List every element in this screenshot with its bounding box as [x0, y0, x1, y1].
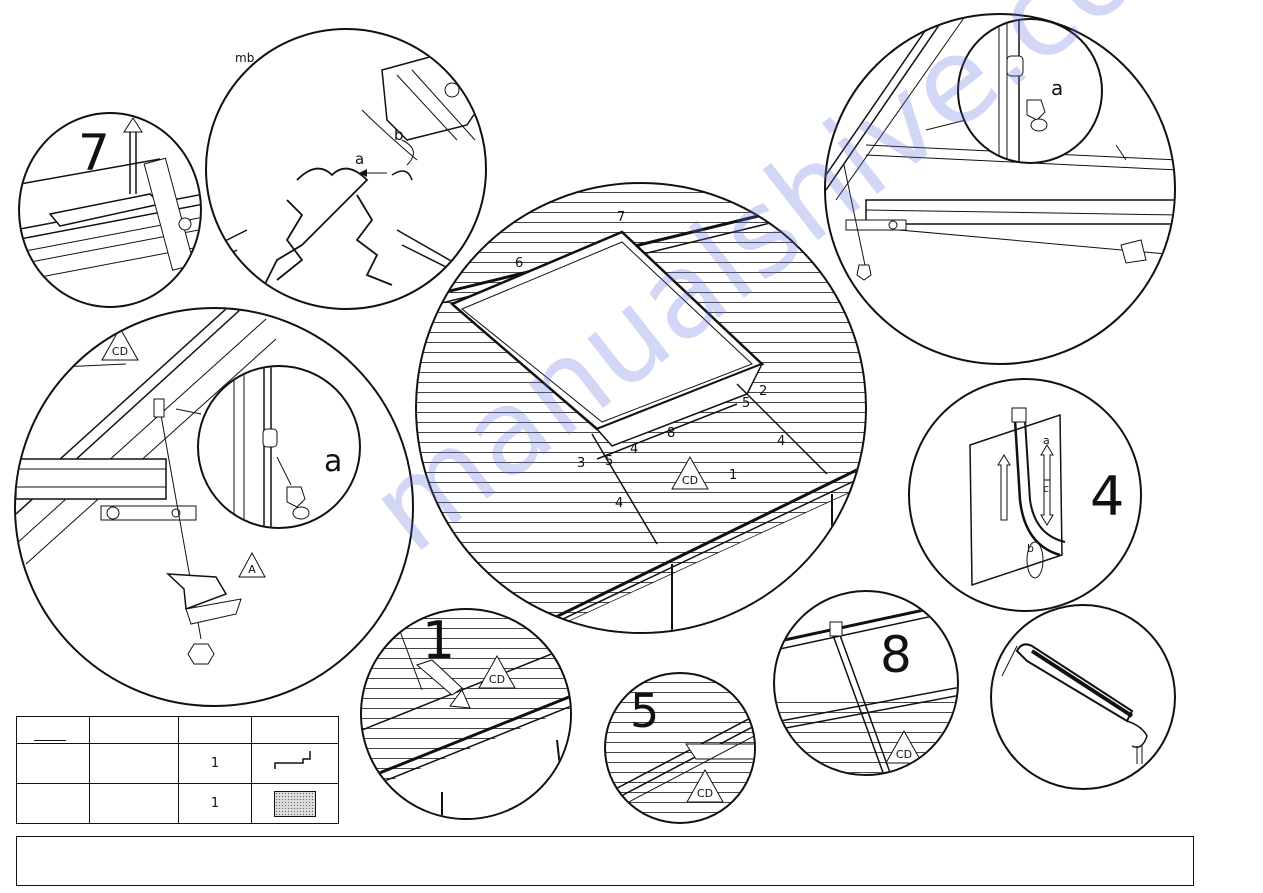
label-4b: 4: [630, 442, 639, 457]
step-number-4: 4: [1090, 465, 1125, 528]
detail-circle-step4: a c b 4: [908, 378, 1142, 612]
inset-circle-a-left: a: [197, 365, 361, 529]
parts-header-cell: [178, 716, 252, 744]
header-mark: mb: [235, 51, 255, 65]
inset-right-drawing: [998, 20, 1048, 162]
step-number-7: 7: [78, 124, 110, 182]
cd-marker-step1: CD: [478, 655, 516, 689]
parts-cell-desc: [89, 783, 179, 824]
frame-bolt-drawing: [16, 309, 277, 665]
panel-label-a: a: [1043, 434, 1050, 447]
label-5b: 5: [605, 454, 614, 469]
parts-cell-qty: 1: [178, 743, 252, 784]
label-8: 8: [667, 426, 676, 441]
callout-a: a: [355, 150, 365, 168]
a-marker: A: [238, 552, 266, 578]
note-box: [16, 836, 1194, 886]
parts-header-cell: [251, 716, 339, 744]
detail-circle-gutter: [990, 604, 1176, 790]
label-6: 6: [515, 256, 524, 271]
label-7: 7: [617, 210, 626, 225]
detail-circle-roof-panel: 7 6 2 5 4 8 4 3 5 1 4 CD: [415, 182, 867, 634]
step-number-8: 8: [880, 626, 912, 684]
detail-circle-step5: 5 CD: [604, 672, 756, 824]
parts-table: 1 1: [16, 716, 339, 824]
inset-circle-a-right: a: [957, 18, 1103, 164]
step8-drawing: [775, 601, 957, 774]
step1-drawing: [362, 610, 570, 818]
parts-cell-desc: [89, 743, 179, 784]
inset-label-a-right: a: [1051, 76, 1064, 100]
panel-swatch-icon: [251, 783, 339, 824]
step-number-5: 5: [630, 684, 660, 738]
inset-left-drawing: [233, 367, 310, 527]
roof-panel-drawing: [417, 188, 865, 632]
detail-circle-profile: a b: [205, 28, 487, 310]
label-4a: 4: [777, 434, 786, 449]
label-5a: 5: [742, 396, 751, 411]
parts-header-cell: [89, 716, 179, 744]
label-2: 2: [759, 384, 768, 399]
detail-circle-frame-bolt: CD A: [14, 307, 414, 707]
inset-label-a-left: a: [324, 444, 343, 479]
table-row: 1: [16, 743, 339, 784]
detail-circle-step7: 7: [18, 112, 202, 308]
table-row: 1: [16, 783, 339, 824]
panel-label-b: b: [1027, 542, 1034, 555]
gutter-drawing: [996, 640, 1148, 764]
cd-marker: CD: [101, 327, 139, 361]
label-1: 1: [729, 468, 738, 483]
cd-marker-step5: CD: [686, 769, 724, 803]
step-number-1: 1: [422, 611, 456, 671]
parts-cell-code: [16, 783, 90, 824]
step5-drawing: [606, 715, 754, 815]
panel-label-c: c: [1043, 482, 1050, 495]
parts-cell-qty: 1: [178, 783, 252, 824]
detail-circle-step8: 8 CD: [773, 590, 959, 776]
label-3: 3: [577, 456, 586, 471]
step7-drawing: [20, 117, 200, 280]
bracket-icon: [251, 743, 339, 784]
callout-b: b: [394, 126, 404, 144]
parts-cell-code: [16, 743, 90, 784]
rail-drawing: [826, 15, 1174, 281]
step4-drawing: [969, 407, 1066, 587]
cd-marker-step8: CD: [885, 730, 923, 764]
divider-mark: [34, 740, 66, 741]
cd-marker-center: CD: [671, 456, 709, 490]
label-4c: 4: [615, 496, 624, 511]
detail-circle-step1: 1 CD: [360, 608, 572, 820]
